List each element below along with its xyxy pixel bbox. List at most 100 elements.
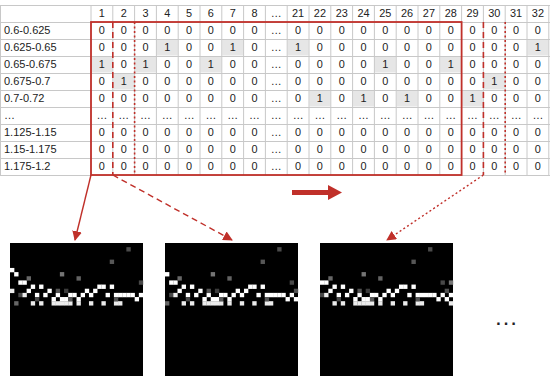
table-cell: 0 (396, 124, 418, 141)
table-cell: 0 (331, 158, 353, 175)
pixel (43, 293, 47, 297)
row-header: 0.675-0.7 (0, 73, 91, 90)
grid-line (418, 5, 419, 175)
pixel (366, 301, 370, 305)
table-cell: … (265, 124, 287, 141)
row-header: 0.6-0.625 (0, 22, 91, 39)
table-cell: … (265, 90, 287, 107)
row-header: 0.65-0.675 (0, 56, 91, 73)
table-cell: … (462, 107, 484, 124)
pixel (139, 280, 143, 284)
pixel (89, 301, 93, 305)
table-cell: 0 (222, 56, 244, 73)
pixel (139, 293, 143, 297)
pixel (252, 285, 256, 289)
pixel (118, 301, 122, 305)
table-cell: 0 (418, 39, 440, 56)
cell-shade (353, 91, 374, 107)
table-cell: 0 (418, 124, 440, 141)
table-cell: … (353, 107, 375, 124)
table-cell: 0 (113, 39, 135, 56)
pixel (60, 301, 64, 305)
window-edge (483, 22, 485, 175)
window-edge (504, 22, 506, 175)
pixel (52, 297, 56, 301)
table-cell: 0 (462, 22, 484, 39)
pixel (47, 289, 51, 293)
pixel (244, 289, 248, 293)
cell-shade (113, 74, 134, 90)
pixel (332, 285, 336, 289)
table-cell: 0 (331, 90, 353, 107)
pixel (215, 289, 219, 293)
pixel (18, 280, 22, 284)
grid-line (396, 5, 397, 175)
table-cell: 0 (91, 22, 113, 39)
grid-line (243, 5, 244, 175)
pixel (27, 276, 31, 280)
pixel (411, 285, 415, 289)
table-cell: 0 (287, 158, 309, 175)
table-cell: … (265, 22, 287, 39)
pixel (416, 301, 420, 305)
pixel (366, 297, 370, 301)
pixel (357, 301, 361, 305)
column-header: 22 (309, 5, 331, 22)
pixel (290, 280, 294, 284)
pixel (14, 272, 18, 276)
pixel (165, 272, 169, 276)
table-cell: 0 (462, 39, 484, 56)
table-cell: … (287, 107, 309, 124)
table-cell: 1 (396, 90, 418, 107)
pixel (449, 301, 453, 305)
table-cell: 0 (483, 39, 505, 56)
table-cell: 0 (156, 158, 178, 175)
table-cell: 0 (462, 56, 484, 73)
table-cell: 0 (200, 141, 222, 158)
table-cell: 0 (178, 124, 200, 141)
pixel (64, 297, 68, 301)
pixel (290, 293, 294, 297)
pixel (18, 293, 22, 297)
pixel (72, 293, 76, 297)
pixel (135, 297, 139, 301)
pixel (219, 301, 223, 305)
table-cell: 0 (309, 158, 331, 175)
table-cell: 0 (91, 73, 113, 90)
pixel (64, 289, 68, 293)
table-cell: … (265, 158, 287, 175)
slide-arrow (292, 185, 342, 200)
pixel (93, 289, 97, 293)
table-cell: 1 (527, 39, 549, 56)
pixel (52, 301, 56, 305)
column-header: 23 (331, 5, 353, 22)
cell-shade (157, 40, 178, 56)
table-cell: 0 (505, 158, 527, 175)
pixel (60, 272, 64, 276)
table-cell: … (113, 107, 135, 124)
pixel (269, 293, 273, 297)
spectrogram-image (320, 243, 453, 376)
table-cell: 0 (527, 124, 549, 141)
grid-line (265, 5, 266, 175)
leader-arrow (387, 175, 483, 240)
table-cell: 0 (222, 124, 244, 141)
table-cell: 0 (418, 56, 440, 73)
pixel (240, 293, 244, 297)
pixel (240, 301, 244, 305)
column-header: 29 (462, 5, 484, 22)
column-header: 8 (244, 5, 266, 22)
pixel (399, 285, 403, 289)
pixel (211, 301, 215, 305)
table-cell: … (527, 107, 549, 124)
pixel (332, 301, 336, 305)
spectrogram-image (165, 243, 298, 376)
table-cell: 0 (287, 124, 309, 141)
column-header: 32 (527, 5, 549, 22)
row-header: 0.625-0.65 (0, 39, 91, 56)
table-cell: 0 (505, 39, 527, 56)
image-ground (165, 243, 298, 376)
grid-line (0, 5, 1, 175)
